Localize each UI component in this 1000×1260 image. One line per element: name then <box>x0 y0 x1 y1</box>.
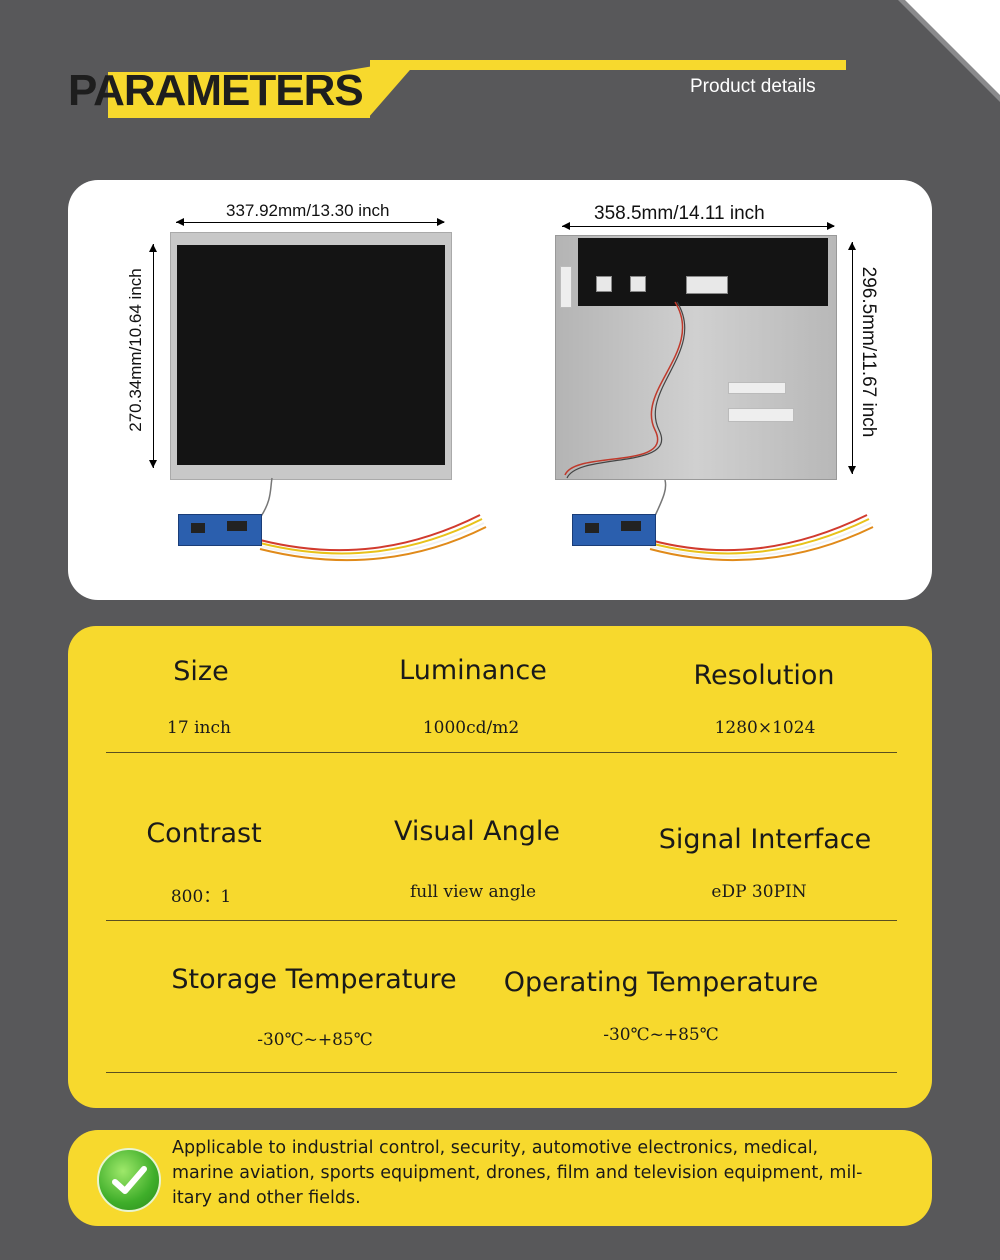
specifications-panel <box>68 626 932 1108</box>
page-title: PARAMETERS <box>68 66 364 115</box>
spec-divider <box>106 920 897 921</box>
spec-size-value: 17 inch <box>167 718 231 738</box>
front-height-label: 270.34mm/10.64 inch <box>126 268 145 432</box>
spec-storage-temperature-label: Storage Temperature <box>171 964 457 995</box>
front-height-arrow-down <box>149 460 157 468</box>
back-label-sticker <box>728 382 786 394</box>
header-accent-line <box>370 60 846 70</box>
back-width-line <box>562 226 834 227</box>
page-subtitle: Product details <box>690 76 816 97</box>
back-width-label: 358.5mm/14.11 inch <box>594 203 765 224</box>
spec-luminance-label: Luminance <box>399 655 547 686</box>
connector <box>630 276 646 292</box>
chip <box>585 523 599 533</box>
spec-contrast-label: Contrast <box>146 818 262 849</box>
connector <box>596 276 612 292</box>
chip <box>621 521 641 531</box>
lcd-front-image <box>170 232 452 480</box>
front-cable <box>259 477 487 562</box>
lcd-front-glass <box>177 245 445 465</box>
back-height-line <box>852 242 853 474</box>
lcd-back-strip <box>578 238 828 306</box>
front-width-label: 337.92mm/13.30 inch <box>226 201 390 220</box>
front-width-arrow-right <box>437 218 445 226</box>
front-width-line <box>176 222 444 223</box>
spec-visual-angle-label: Visual Angle <box>393 816 561 847</box>
spec-resolution-value: 1280×1024 <box>714 718 816 738</box>
spec-operating-temperature-value: -30℃~+85℃ <box>603 1025 719 1045</box>
spec-luminance-value: 1000cd/m2 <box>422 718 520 738</box>
chip <box>227 521 247 531</box>
applications-panel <box>68 1130 932 1226</box>
front-height-line <box>153 244 154 468</box>
applications-line: marine aviation, sports equipment, drone… <box>172 1163 863 1183</box>
back-width-arrow-right <box>827 222 835 230</box>
checkmark-icon <box>97 1148 161 1212</box>
back-label-sticker <box>728 408 794 422</box>
corner-decoration <box>905 0 1000 95</box>
back-label-sticker <box>560 266 572 308</box>
spec-visual-angle-value: full view angle <box>409 882 537 902</box>
applications-text: Applicable to industrial control, securi… <box>172 1136 902 1211</box>
spec-operating-temperature-label: Operating Temperature <box>503 967 819 998</box>
applications-line: itary and other fields. <box>172 1188 361 1208</box>
back-width-arrow-left <box>562 222 570 230</box>
header-accent-block <box>108 72 370 118</box>
lcd-back-image <box>555 235 837 480</box>
back-cable <box>564 301 874 562</box>
driver-board-front <box>178 514 262 546</box>
front-height-arrow-up <box>149 244 157 252</box>
spec-resolution-label: Resolution <box>693 660 835 691</box>
spec-divider <box>106 1072 897 1073</box>
front-width-arrow-left <box>176 218 184 226</box>
spec-size-label: Size <box>173 656 229 687</box>
driver-board-back <box>572 514 656 546</box>
spec-signal-interface-value: eDP 30PIN <box>711 882 807 902</box>
back-height-arrow-down <box>848 466 856 474</box>
spec-contrast-value: 800：1 <box>170 887 232 907</box>
spec-storage-temperature-value: -30℃~+85℃ <box>257 1030 373 1050</box>
spec-divider <box>106 752 897 753</box>
back-height-arrow-up <box>848 242 856 250</box>
applications-line: Applicable to industrial control, securi… <box>172 1138 819 1158</box>
chip <box>191 523 205 533</box>
connector <box>686 276 728 294</box>
spec-signal-interface-label: Signal Interface <box>658 824 872 855</box>
